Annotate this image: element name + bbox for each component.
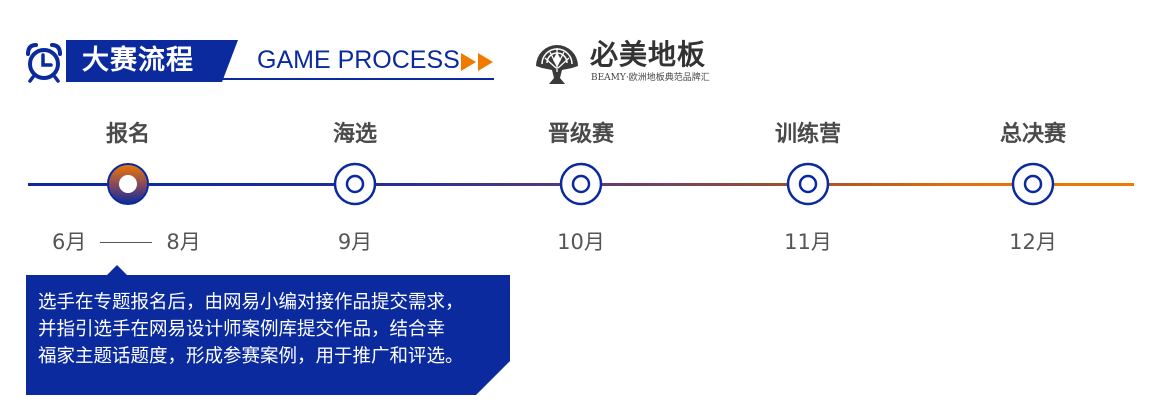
description-line: 选手在专题报名后，由网易小编对接作品提交需求， xyxy=(38,292,464,313)
description-line: 福家主题话题度，形成参赛案例，用于推广和评选。 xyxy=(38,346,464,367)
stage-marker[interactable] xyxy=(1011,162,1055,206)
description-text: 选手在专题报名后，由网易小编对接作品提交需求， 并指引选手在网易设计师案例库提交… xyxy=(38,289,508,370)
stage-marker[interactable] xyxy=(559,162,603,206)
stage-date: 11月 xyxy=(784,230,832,254)
tree-emblem-icon xyxy=(536,45,578,84)
stage-label-training: 训练营 xyxy=(774,122,841,147)
date-range-dash xyxy=(100,241,153,243)
stage-marker[interactable] xyxy=(786,162,830,206)
logo-name: 必美地板 xyxy=(590,38,707,71)
stage-marker[interactable] xyxy=(333,162,377,206)
stage-label-audition: 海选 xyxy=(332,122,377,147)
stage-date: 9月 xyxy=(337,230,373,254)
double-arrow-right-icon xyxy=(461,53,493,71)
logo-tagline: BEAMY·欧洲地板典范品牌汇 xyxy=(591,73,710,83)
stage-date-end: 8月 xyxy=(166,230,201,254)
stage-date-start: 6月 xyxy=(52,230,87,254)
callout-background xyxy=(26,265,510,395)
header-band xyxy=(26,40,238,82)
stage-label-signup: 报名 xyxy=(105,122,150,147)
header-underline xyxy=(222,78,494,80)
section-subtitle: GAME PROCESS xyxy=(257,46,460,74)
description-line: 并指引选手在网易设计师案例库提交作品，结合幸 xyxy=(38,319,446,340)
stage-label-final: 总决赛 xyxy=(999,122,1066,147)
stage-label-promotion: 晋级赛 xyxy=(547,122,614,147)
section-title: 大赛流程 xyxy=(82,45,194,76)
stage-date-range: 6月 8月 xyxy=(52,228,201,256)
alarm-clock-icon xyxy=(22,40,66,84)
stage-marker-active[interactable] xyxy=(106,162,150,206)
stage-date: 12月 xyxy=(1009,230,1057,254)
stage-date: 10月 xyxy=(557,230,605,254)
